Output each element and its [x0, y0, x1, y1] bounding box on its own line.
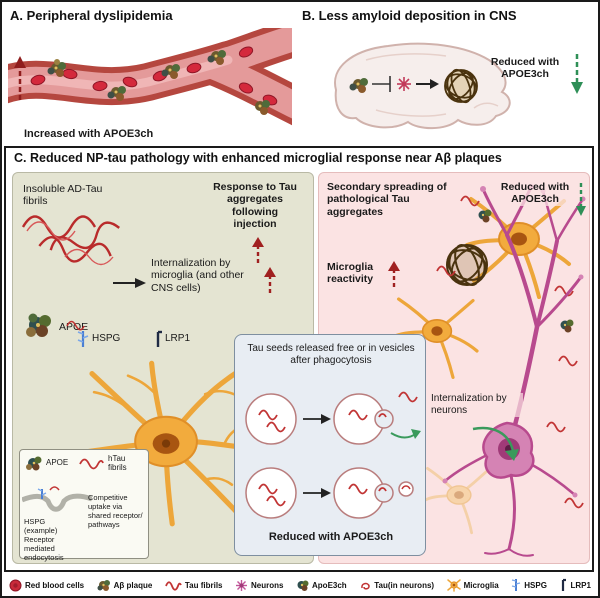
- legend-item-microglia: Microglia: [446, 578, 499, 592]
- panel-a: A. Peripheral dyslipidemia: [4, 4, 296, 146]
- right-reduced-label: Reduced with APOE3ch: [497, 181, 573, 206]
- legend-label: Neurons: [251, 580, 284, 590]
- receptor-endocytosis-label: Receptor mediated endocytosis: [24, 535, 64, 562]
- insoluble-fibrils-label: Insoluble AD-Tau fibrils: [23, 183, 103, 208]
- neuron-star-icon: [397, 77, 411, 91]
- response-label: Response to Tau aggregates following inj…: [213, 181, 297, 231]
- legend-item-apoe3ch: ApoE3ch: [296, 579, 347, 592]
- abeta-plaque-icon: [97, 579, 110, 591]
- reactivity-increase-arrow-icon: [388, 261, 400, 287]
- legend-label: HSPG: [524, 580, 547, 590]
- decrease-arrow-icon: [571, 54, 583, 94]
- internalization-neurons-label: Internalization by neurons: [431, 393, 523, 417]
- response-increase-arrow-icon: [252, 237, 264, 263]
- legend-item-neurons: Neurons: [235, 579, 283, 592]
- lrp1-icon: [562, 578, 567, 591]
- panel-a-caption: Increased with APOE3ch: [24, 128, 154, 140]
- lrp1-receptor-icon: [156, 330, 162, 347]
- apoe3ch-icon: [297, 580, 309, 591]
- right-panel-illustration: [393, 195, 584, 535]
- blood-vessel-illustration: [8, 28, 292, 126]
- tau-fibrils-icon: [165, 581, 182, 591]
- arrow-right-icon: [113, 278, 146, 288]
- legend-item-red-blood-cells: Red blood cells: [9, 579, 84, 592]
- vesicle-release-row-2: [245, 467, 414, 519]
- internalization-increase-arrow-icon: [264, 267, 276, 293]
- legend-label: ApoE3ch: [312, 580, 347, 590]
- red-blood-cell-icons: [30, 46, 278, 106]
- tau-seed-icons: [436, 195, 584, 509]
- htau-fibrils-label: hTau fibrils: [108, 454, 127, 473]
- htau-fibril-icon: [79, 458, 104, 470]
- secondary-spreading-label: Secondary spreading of pathological Tau …: [327, 181, 447, 218]
- red-blood-cell-icon: [9, 579, 22, 591]
- legend-item-tau-in-neurons: Tau(in neurons): [359, 579, 434, 591]
- tau-seed-icon: [66, 320, 85, 331]
- hspg-icon: [512, 579, 521, 591]
- lrp1-label: LRP1: [165, 333, 191, 344]
- tau-seeds-box: Tau seeds released free or in vesicles a…: [234, 334, 426, 556]
- tangle-icon: [444, 68, 478, 104]
- figure-legend: Red blood cells Aβ plaque Tau fibrils Ne…: [4, 574, 596, 596]
- vesicle-release-row-1: [245, 391, 421, 445]
- neuron-illustration: [442, 184, 586, 557]
- hspg-label: HSPG: [92, 333, 121, 344]
- tangle-icon: [446, 243, 488, 287]
- decrease-arrow-icon: [576, 183, 586, 216]
- middle-reduced-label: Reduced with APOE3ch: [268, 531, 394, 543]
- hspg-example-label: HSPG (example): [24, 517, 58, 535]
- arrow-right-icon: [416, 79, 439, 89]
- panel-c-title: C. Reduced NP-tau pathology with enhance…: [14, 151, 502, 165]
- inhibition-icon: [372, 76, 391, 92]
- panel-b: B. Less amyloid deposition in CNS: [298, 4, 594, 146]
- legend-item-hspg: HSPG: [511, 578, 547, 592]
- apoe-particle-icon: [478, 209, 492, 223]
- neuron-icon: [236, 579, 248, 591]
- legend-item-lrp1: LRP1: [559, 578, 591, 592]
- apoe-particle-icon: [26, 456, 42, 471]
- apoe-particle-icon: [26, 313, 51, 337]
- hspg-receptor-icon: [77, 331, 89, 347]
- legend-label: Tau fibrils: [184, 580, 223, 590]
- legend-item-tau-fibrils: Tau fibrils: [165, 579, 223, 591]
- amyloid-plaque-icon: [349, 78, 368, 93]
- legend-label: Red blood cells: [25, 580, 85, 590]
- panel-c: C. Reduced NP-tau pathology with enhance…: [4, 146, 594, 572]
- inset-apoe-label: APOE: [46, 458, 69, 467]
- apoe-particle-icon: [560, 319, 574, 333]
- tau-in-neurons-icon: [361, 582, 371, 590]
- plaque-icons: [47, 50, 270, 115]
- competitive-uptake-label: Competitive uptake via shared receptor/ …: [88, 493, 143, 529]
- microglia-reactivity-label: Microglia reactivity: [327, 261, 374, 286]
- brain-illustration: [334, 42, 511, 130]
- membrane-illustration: [22, 486, 92, 512]
- microglia-icon: [446, 579, 461, 592]
- tau-seeds-label: Tau seeds released free or in vesicles a…: [247, 343, 415, 366]
- panel-a-title: A. Peripheral dyslipidemia: [10, 8, 173, 23]
- legend-label: Tau(in neurons): [374, 580, 435, 590]
- tau-fibrils-illustration: [21, 215, 120, 266]
- legend-label: Microglia: [463, 580, 499, 590]
- green-curved-arrow-icon: [472, 426, 519, 461]
- increase-arrow-icon: [14, 56, 26, 100]
- panel-b-title: B. Less amyloid deposition in CNS: [302, 8, 517, 23]
- panel-b-caption: Reduced with APOE3ch: [490, 56, 560, 81]
- legend-label: LRP1: [570, 580, 591, 590]
- internalization-microglia-label: Internalization by microglia (and other …: [151, 257, 244, 294]
- legend-label: Aβ plaque: [113, 580, 153, 590]
- legend-item-abeta-plaque: Aβ plaque: [97, 579, 153, 592]
- competitive-uptake-inset: APOE hTau fibrils HSPG (example) Competi…: [19, 449, 149, 562]
